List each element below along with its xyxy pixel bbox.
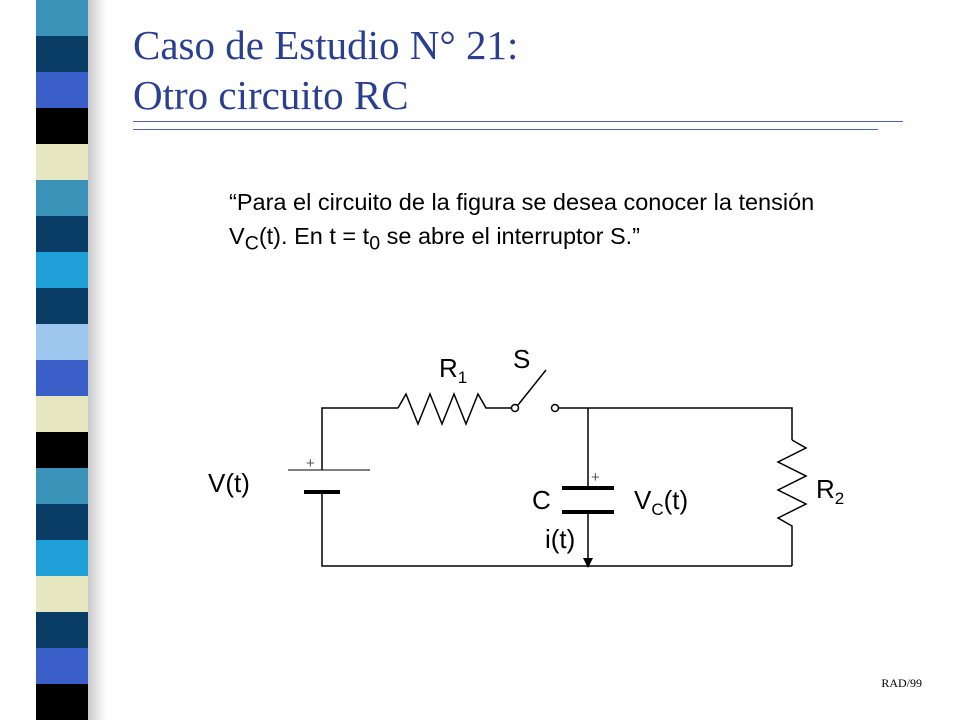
strip-block [36,504,88,540]
title-underline-1 [133,121,903,122]
strip-block [36,108,88,144]
switch-label: S [513,344,530,374]
strip-block [36,648,88,684]
statement-text-2: (t). En t = t [258,223,370,249]
statement-text-3: se abre el interruptor S.” [380,223,641,249]
source-plus-sign: + [306,455,315,472]
r1-subscript: 1 [458,368,467,387]
strip-block [36,576,88,612]
switch-blade [517,369,547,406]
strip-block [36,180,88,216]
strip-block [36,324,88,360]
strip-block [36,252,88,288]
r2-subscript: 2 [835,489,844,508]
strip-block [36,360,88,396]
resistor-r1 [397,391,511,427]
strip-block [36,684,88,720]
wire-top-right [559,407,793,440]
vc-subscript: C [651,500,663,519]
switch-contact-right [550,403,560,413]
title-line-1: Caso de Estudio N° 21: [133,22,519,68]
r1-label: R1 [439,353,467,387]
current-label: i(t) [545,524,575,554]
problem-statement: “Para el circuito de la figura se desea … [229,185,869,261]
capacitor-plus-sign: + [591,469,600,486]
title-line-2: Otro circuito RC [133,72,409,118]
strip-block [36,432,88,468]
strip-block [36,36,88,72]
strip-block [36,612,88,648]
strip-shadow [88,0,106,720]
strip-block [36,468,88,504]
strip-block [36,540,88,576]
title-underline-2 [133,129,878,130]
strip-block [36,0,88,36]
strip-block [36,288,88,324]
source-label: V(t) [208,468,250,498]
statement-subscript-c: C [244,232,259,255]
vc-label: VC(t) [634,485,688,519]
r1-letter: R [439,353,458,383]
vc-letter: V [634,485,652,515]
statement-subscript-0: 0 [369,232,381,255]
current-arrow-icon [583,558,593,568]
strip-block [36,144,88,180]
resistor-r2 [776,439,808,566]
footer-code: RAD/99 [881,676,922,690]
wire-left-top [321,407,398,470]
strip-block [36,396,88,432]
decorative-side-strip [36,0,88,720]
r2-label: R2 [816,474,844,508]
r2-letter: R [816,474,835,504]
capacitor-label: C [532,485,551,515]
strip-block [36,216,88,252]
statement-text-1: “Para el circuito de la figura se desea … [229,189,815,249]
vc-suffix: (t) [664,485,689,515]
switch-contact-left [510,403,520,413]
strip-block [36,72,88,108]
slide-title: Caso de Estudio N° 21: Otro circuito RC [133,20,518,120]
wire-bottom [321,492,792,567]
